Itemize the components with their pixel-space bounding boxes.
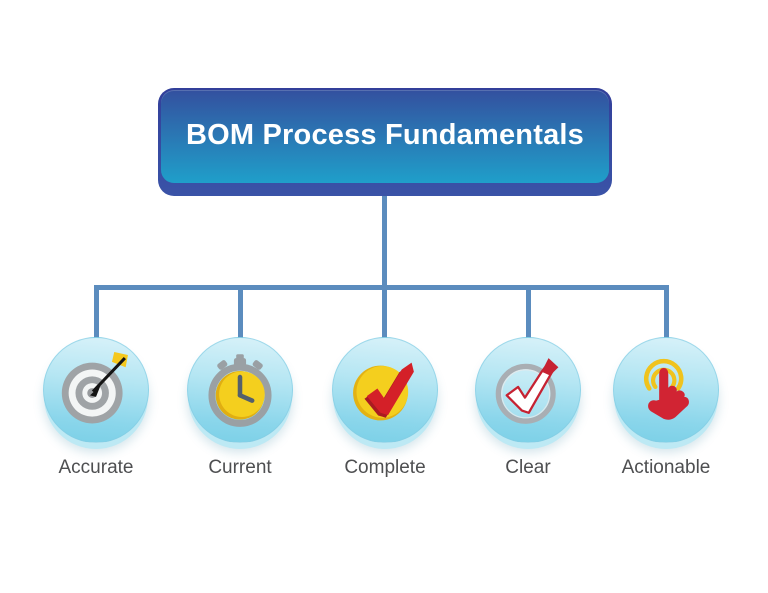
node-actionable: Actionable [594,337,738,479]
node-label: Clear [505,457,551,478]
node-circle [475,337,581,443]
node-clear: Clear [456,337,600,479]
node-circle [613,337,719,443]
connector-drop-2 [238,285,243,343]
node-current: Current [168,337,312,479]
connector-drop-1 [94,285,99,343]
node-label: Actionable [621,457,711,478]
node-complete: Complete [313,337,457,479]
header-box-face [161,90,609,183]
checkmark-icon [353,362,414,421]
tap-hand-icon [643,358,689,420]
header-box: BOM Process Fundamentals [158,88,612,196]
target-arrow-icon [61,352,128,424]
node-circle [187,337,293,443]
node-circle [43,337,149,443]
connector-drop-3 [382,285,387,343]
stopwatch-icon [208,354,272,427]
verified-checkmark-icon [495,358,559,424]
node-accurate: Accurate [24,337,168,479]
node-label: Current [208,457,272,478]
node-label: Accurate [58,457,134,478]
connector-drop-4 [526,285,531,343]
node-label: Complete [344,457,426,478]
node-circle [332,337,438,443]
diagram-title: BOM Process Fundamentals [185,119,584,151]
connector-drop-5 [664,285,669,343]
connector-stem [382,196,387,288]
connector-hbar [94,285,669,290]
